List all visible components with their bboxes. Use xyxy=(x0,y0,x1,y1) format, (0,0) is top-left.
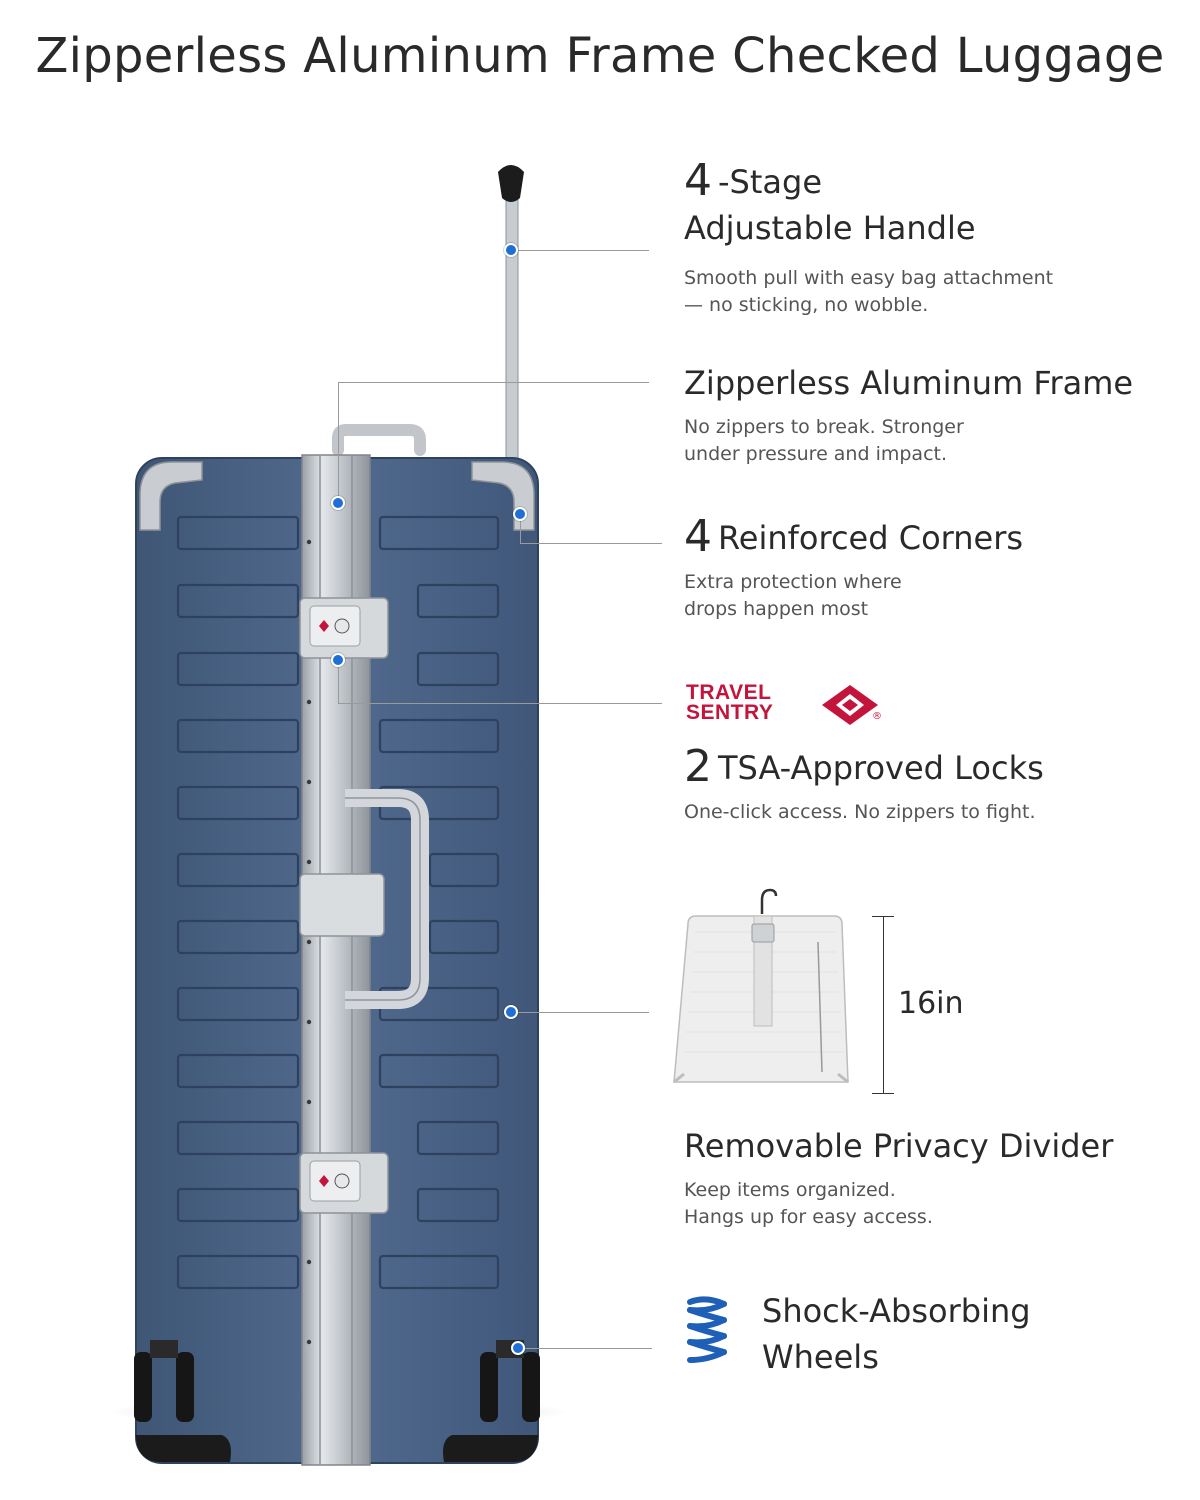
feature-handle-desc-line1: Smooth pull with easy bag attachment xyxy=(684,267,1054,289)
feature-corners-number: 4 xyxy=(684,511,712,562)
travel-sentry-registered-mark: ® xyxy=(872,711,882,722)
page-title: Zipperless Aluminum Frame Checked Luggag… xyxy=(35,28,1165,84)
privacy-divider-illustration xyxy=(673,888,849,1084)
travel-sentry-wordmark: TRAVEL SENTRY xyxy=(686,681,774,724)
feature-wheels-title-line1: Shock-Absorbing xyxy=(762,1292,1031,1330)
tsa-lock-icon xyxy=(299,1152,389,1214)
travel-sentry-logo: TRAVEL SENTRY ® xyxy=(686,681,886,727)
callout-dot-handle xyxy=(504,243,518,257)
feature-divider-desc-line1: Keep items organized. xyxy=(684,1179,896,1201)
feature-frame-title: Zipperless Aluminum Frame xyxy=(684,364,1134,402)
callout-dot-corners xyxy=(513,507,527,521)
callout-dot-divider xyxy=(504,1005,518,1019)
feature-handle: 4-Stage Adjustable Handle Smooth pull wi… xyxy=(684,158,1184,319)
suitcase-illustration xyxy=(108,165,568,1466)
top-carry-handle xyxy=(332,424,426,456)
hanger-icon xyxy=(760,888,778,914)
leader-line-locks xyxy=(338,703,662,704)
callout-dot-locks xyxy=(331,653,345,667)
leader-line-locks-vertical xyxy=(338,660,339,703)
feature-frame-desc: No zippers to break. Stronger under pres… xyxy=(684,414,1184,468)
feature-handle-desc-line2: — no sticking, no wobble. xyxy=(684,294,929,316)
callout-dot-frame xyxy=(331,496,345,510)
callout-dot-wheels xyxy=(511,1341,525,1355)
travel-sentry-diamond-icon xyxy=(822,685,878,725)
feature-handle-title-line1: 4-Stage xyxy=(684,158,1184,205)
dimension-cap-top xyxy=(872,916,894,917)
leader-line-corners xyxy=(520,543,662,544)
feature-wheels-title-line2: Wheels xyxy=(762,1338,879,1376)
feature-corners-desc: Extra protection where drops happen most xyxy=(684,569,1184,623)
tsa-lock-icon xyxy=(299,597,389,659)
feature-corners-desc-line1: Extra protection where xyxy=(684,571,902,593)
feature-divider-title: Removable Privacy Divider xyxy=(684,1127,1114,1165)
feature-frame-desc-line1: No zippers to break. Stronger xyxy=(684,416,964,438)
telescopic-handle xyxy=(498,165,524,471)
leader-line-corners-vertical xyxy=(520,514,521,544)
dimension-cap-bottom xyxy=(872,1093,894,1094)
feature-handle-title-line2: Adjustable Handle xyxy=(684,209,976,247)
travel-sentry-line2: SENTRY xyxy=(686,701,774,724)
center-latch xyxy=(299,873,385,937)
feature-locks-desc: One-click access. No zippers to fight. xyxy=(684,801,1036,823)
leader-line-divider xyxy=(511,1012,649,1013)
feature-corners-desc-line2: drops happen most xyxy=(684,598,869,620)
travel-sentry-line1: TRAVEL xyxy=(686,681,772,704)
feature-frame: Zipperless Aluminum Frame No zippers to … xyxy=(684,360,1184,468)
spring-icon xyxy=(687,1296,727,1363)
feature-divider-desc: Keep items organized. Hangs up for easy … xyxy=(684,1177,1184,1231)
leader-line-wheels xyxy=(518,1348,652,1349)
leader-line-frame-vertical xyxy=(338,382,339,502)
shell-ribs-left xyxy=(176,515,300,1290)
feature-frame-desc-line2: under pressure and impact. xyxy=(684,443,948,465)
feature-divider: Removable Privacy Divider Keep items org… xyxy=(684,1123,1184,1231)
wheel-housings xyxy=(136,1435,538,1462)
leader-line-handle xyxy=(511,250,649,251)
leader-line-frame xyxy=(338,382,649,383)
divider-dimension-label: 16in xyxy=(898,986,964,1021)
feature-wheels: Shock-Absorbing Wheels xyxy=(762,1288,1182,1380)
side-carry-handle xyxy=(345,789,429,1009)
feature-handle-number: 4 xyxy=(684,155,712,206)
feature-locks-number: 2 xyxy=(684,741,712,792)
feature-divider-desc-line2: Hangs up for easy access. xyxy=(684,1206,933,1228)
feature-handle-desc: Smooth pull with easy bag attachment — n… xyxy=(684,265,1184,319)
dimension-line xyxy=(883,916,884,1094)
feature-corners-title-text: Reinforced Corners xyxy=(718,519,1024,557)
feature-locks-title-text: TSA-Approved Locks xyxy=(718,749,1044,787)
feature-handle-title-text: -Stage xyxy=(718,163,823,201)
